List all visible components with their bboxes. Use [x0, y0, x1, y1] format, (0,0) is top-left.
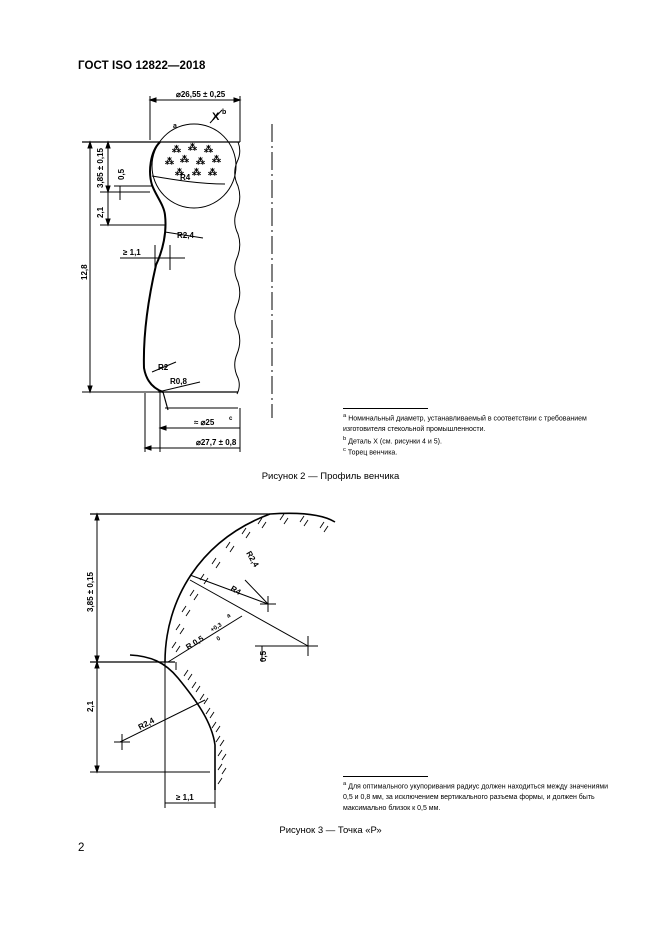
fig3-h385: 3,85 ± 0,15 — [86, 571, 95, 612]
hatch-marks: ⁂⁂⁂ ⁂⁂⁂⁂ ⁂⁂⁂ — [165, 141, 221, 177]
fig3-notes-separator — [343, 776, 428, 777]
fig3-hatching — [171, 513, 329, 785]
fig3-note-a: a Для оптимального укупоривания радиус д… — [343, 779, 615, 814]
fig2-d25: ≈ ⌀25 — [194, 418, 215, 427]
svg-text:⁂: ⁂ — [165, 155, 174, 166]
fig3-r05-tol-dn: 0 — [216, 635, 223, 642]
svg-text:⁂: ⁂ — [196, 155, 205, 166]
document-code: ГОСТ ISO 12822—2018 — [78, 60, 206, 72]
fig3-h05: 0,5 — [259, 650, 268, 662]
svg-text:⁂: ⁂ — [172, 143, 181, 154]
svg-text:⁂: ⁂ — [192, 166, 201, 177]
svg-text:⁂: ⁂ — [204, 143, 213, 154]
fig2-note-a-text: Номинальный диаметр, устанавливаемый в с… — [343, 415, 587, 433]
fig2-diameter-top: ⌀26,55 ± 0,25 — [176, 90, 226, 99]
fig2-note-a: a Номинальный диаметр, устанавливаемый в… — [343, 411, 615, 436]
fig2-r08: R0,8 — [170, 377, 187, 386]
fig2-note-c-mark: c — [343, 447, 346, 453]
fig3-r24-top: R2,4 — [244, 550, 261, 570]
figure-3-caption: Рисунок 3 — Точка «Р» — [279, 825, 382, 836]
figure-2-caption: Рисунок 2 — Профиль венчика — [261, 471, 400, 482]
fig2-r2: R2 — [158, 363, 169, 372]
fig2-note-a-mark: a — [343, 413, 347, 419]
fig2-h385: 3,85 ± 0,15 — [96, 147, 105, 188]
fig2-detail-x-sup: b — [222, 109, 226, 116]
fig2-w11: ≥ 1,1 — [123, 248, 141, 257]
fig2-note-b-mark: b — [343, 436, 347, 442]
fig3-r4: R4 — [229, 584, 243, 597]
fig2-sup-a: a — [173, 123, 177, 130]
svg-text:⁂: ⁂ — [175, 166, 184, 177]
fig3-r05-tol-up: +0,3 — [210, 622, 224, 634]
fig3-note-a-mark: a — [343, 781, 347, 787]
fig2-h05: 0,5 — [117, 168, 126, 180]
fig2-r24: R2,4 — [177, 231, 194, 240]
fig2-d277: ⌀27,7 ± 0,8 — [196, 438, 237, 447]
fig2-h128: 12,8 — [80, 264, 89, 280]
svg-text:⁂: ⁂ — [208, 166, 217, 177]
fig2-d25-sup: c — [229, 416, 233, 422]
fig3-r05: R 0,5 — [184, 634, 205, 652]
svg-text:⁂: ⁂ — [180, 153, 189, 164]
fig2-note-c: c Торец венчика. — [343, 445, 615, 459]
fig2-note-c-text: Торец венчика. — [347, 449, 398, 457]
fig3-note-a-text: Для оптимального укупоривания радиус дол… — [343, 783, 609, 812]
fig2-r4: R4 — [180, 173, 191, 182]
fig3-r05-sup: a — [226, 612, 233, 619]
fig3-w11: ≥ 1,1 — [176, 793, 194, 802]
fig2-h21: 2,1 — [96, 206, 105, 218]
fig2-detail-x: X — [212, 111, 220, 123]
fig2-note-b: b Деталь X (см. рисунки 4 и 5). — [343, 434, 615, 448]
svg-text:⁂: ⁂ — [188, 141, 197, 152]
fig2-notes-separator — [343, 408, 428, 409]
fig2-note-b-text: Деталь X (см. рисунки 4 и 5). — [348, 438, 442, 446]
svg-text:⁂: ⁂ — [212, 153, 221, 164]
fig3-h21: 2,1 — [86, 700, 95, 712]
page-number: 2 — [78, 842, 85, 854]
